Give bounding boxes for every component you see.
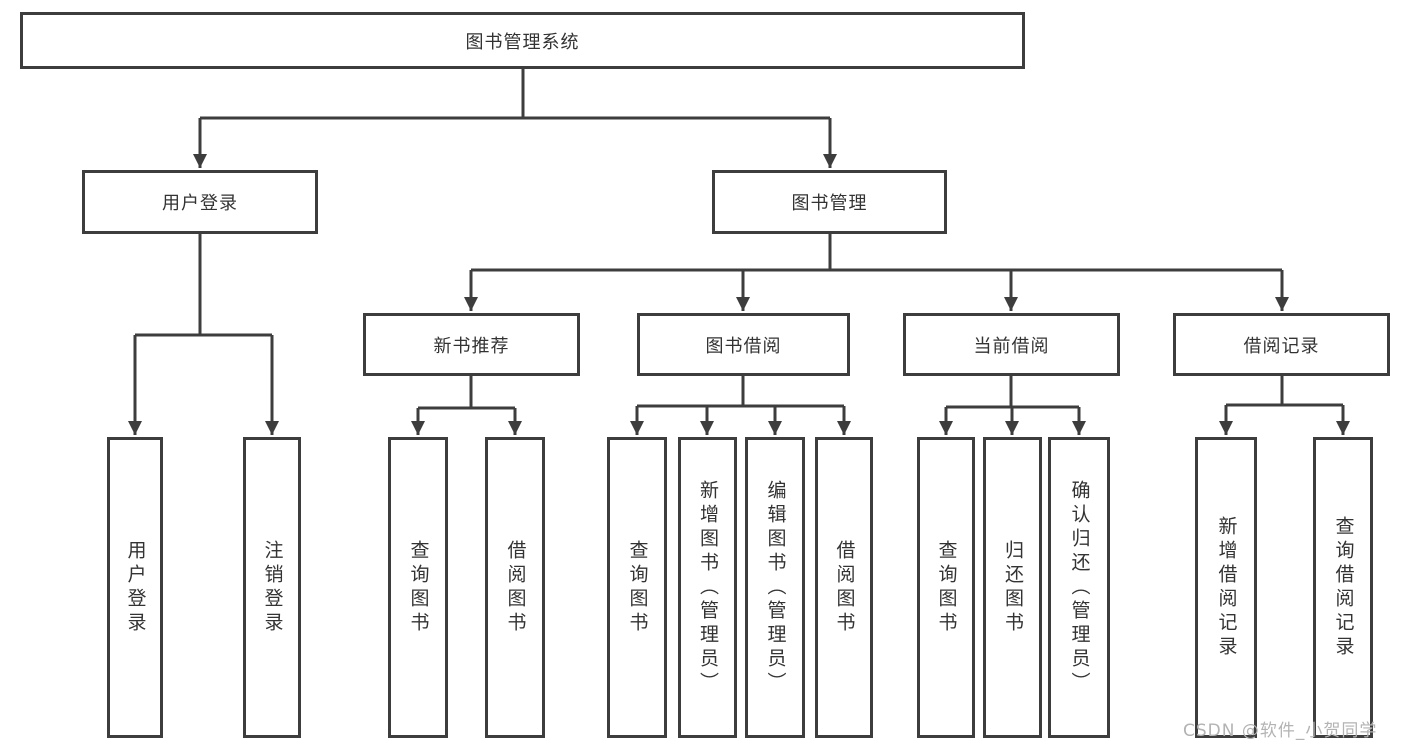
node-book-management: 图书管理 (712, 170, 947, 234)
node-borrow-records: 借阅记录 (1173, 313, 1390, 376)
node-user-login: 用户登录 (82, 170, 318, 234)
node-borrow-books-recommend: 借阅图书 (485, 437, 545, 738)
node-library-system: 图书管理系统 (20, 12, 1025, 69)
edge-user-login-split (128, 234, 279, 435)
node-return-books: 归还图书 (983, 437, 1042, 738)
node-label: 图书管理系统 (465, 31, 580, 53)
node-label: 查询图书 (935, 539, 958, 636)
node-new-book-recommend: 新书推荐 (363, 313, 580, 376)
node-label: 当前借阅 (973, 335, 1050, 357)
node-label: 确认归还（管理员） (1068, 479, 1091, 696)
node-add-borrow-record: 新增借阅记录 (1195, 437, 1257, 738)
node-borrow-books: 借阅图书 (815, 437, 873, 738)
node-current-borrow: 当前借阅 (903, 313, 1120, 376)
node-label: 查询图书 (407, 539, 430, 636)
node-query-borrow-record: 查询借阅记录 (1313, 437, 1373, 738)
node-label: 用户登录 (162, 193, 238, 214)
edge-new-book-split (411, 376, 522, 435)
edge-borrow-records-split (1219, 376, 1350, 435)
node-label: 归还图书 (1002, 539, 1024, 636)
node-label: 图书管理 (791, 193, 868, 214)
node-label: 新书推荐 (433, 335, 510, 357)
node-label: 新增图书（管理员） (697, 479, 719, 696)
node-label: 查询图书 (626, 539, 649, 636)
edge-book-management-split (464, 234, 1289, 311)
node-query-books-borrow: 查询图书 (607, 437, 667, 738)
node-label: 借阅图书 (504, 539, 527, 636)
node-query-books-recommend: 查询图书 (388, 437, 448, 738)
node-label: 图书借阅 (705, 335, 782, 357)
csdn-watermark: CSDN @软件_小贺同学 (1183, 721, 1378, 741)
node-confirm-return-admin: 确认归还（管理员） (1048, 437, 1110, 738)
node-label: 借阅记录 (1243, 335, 1320, 357)
edge-current-borrow-split (939, 376, 1086, 435)
node-add-books-admin: 新增图书（管理员） (678, 437, 737, 738)
edge-book-borrow-split (630, 376, 851, 435)
node-book-borrow: 图书借阅 (637, 313, 850, 376)
node-user-login-leaf: 用户登录 (107, 437, 163, 738)
node-label: 新增借阅记录 (1215, 515, 1238, 660)
node-edit-books-admin: 编辑图书（管理员） (745, 437, 805, 738)
edge-root-split (193, 69, 837, 168)
node-logout: 注销登录 (243, 437, 301, 738)
node-label: 借阅图书 (833, 539, 856, 636)
node-label: 编辑图书（管理员） (764, 479, 787, 696)
node-label: 注销登录 (261, 539, 284, 636)
node-label: 查询借阅记录 (1332, 515, 1355, 660)
node-label: 用户登录 (124, 539, 147, 636)
node-query-books-current: 查询图书 (917, 437, 975, 738)
